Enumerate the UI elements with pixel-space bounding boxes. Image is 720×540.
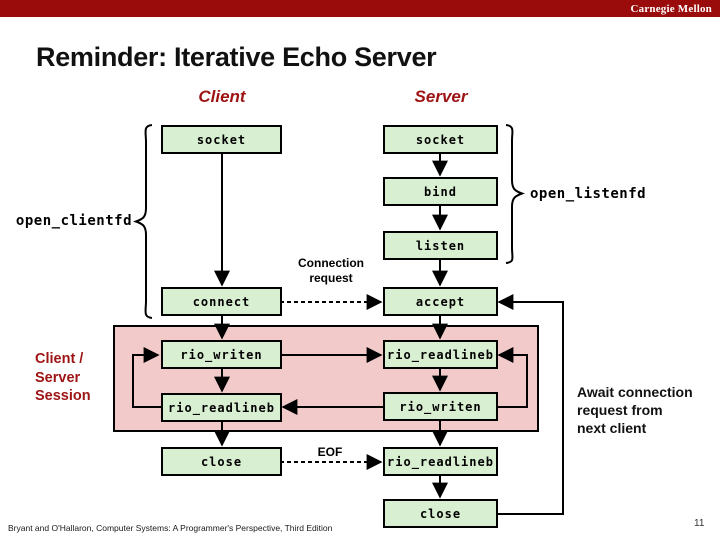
box-server-listen: listen: [383, 231, 498, 260]
server-session-loop: [496, 347, 528, 408]
client-server-session-label: Client / Server Session: [35, 351, 91, 404]
box-server-socket: socket: [383, 125, 498, 154]
box-client-connect: connect: [161, 287, 282, 316]
page-title: Reminder: Iterative Echo Server: [36, 42, 437, 72]
box-client-close: close: [161, 447, 282, 476]
brand-text: Carnegie Mellon: [630, 2, 712, 15]
open-clientfd-label: open_clientfd: [15, 213, 132, 229]
await-connection-label: Await connection request from next clien…: [577, 384, 693, 436]
open-listenfd-label: open_listenfd: [530, 186, 647, 202]
footer-attribution: Bryant and O'Hallaron, Computer Systems:…: [8, 523, 333, 533]
client-session-loop: [132, 347, 161, 408]
eof-label: EOF: [317, 445, 343, 459]
column-header-server: Server: [414, 87, 468, 106]
box-server-accept: accept: [383, 287, 498, 316]
page-number: 11: [694, 518, 705, 529]
top-bar: Carnegie Mellon: [0, 0, 720, 17]
box-server-rio-readlineb-2: rio_readlineb: [383, 447, 498, 476]
box-server-bind: bind: [383, 177, 498, 206]
open-clientfd-brace: [133, 124, 153, 319]
open-listenfd-brace: [505, 124, 525, 264]
box-server-close: close: [383, 499, 498, 528]
box-server-rio-readlineb: rio_readlineb: [383, 340, 498, 369]
await-next-client-loop: [496, 294, 564, 515]
connection-request-label: Connection request: [298, 256, 364, 285]
box-client-rio-writen: rio_writen: [161, 340, 282, 369]
column-header-client: Client: [198, 87, 246, 106]
box-client-socket: socket: [161, 125, 282, 154]
box-server-rio-writen: rio_writen: [383, 392, 498, 421]
box-client-rio-readlineb: rio_readlineb: [161, 393, 282, 422]
